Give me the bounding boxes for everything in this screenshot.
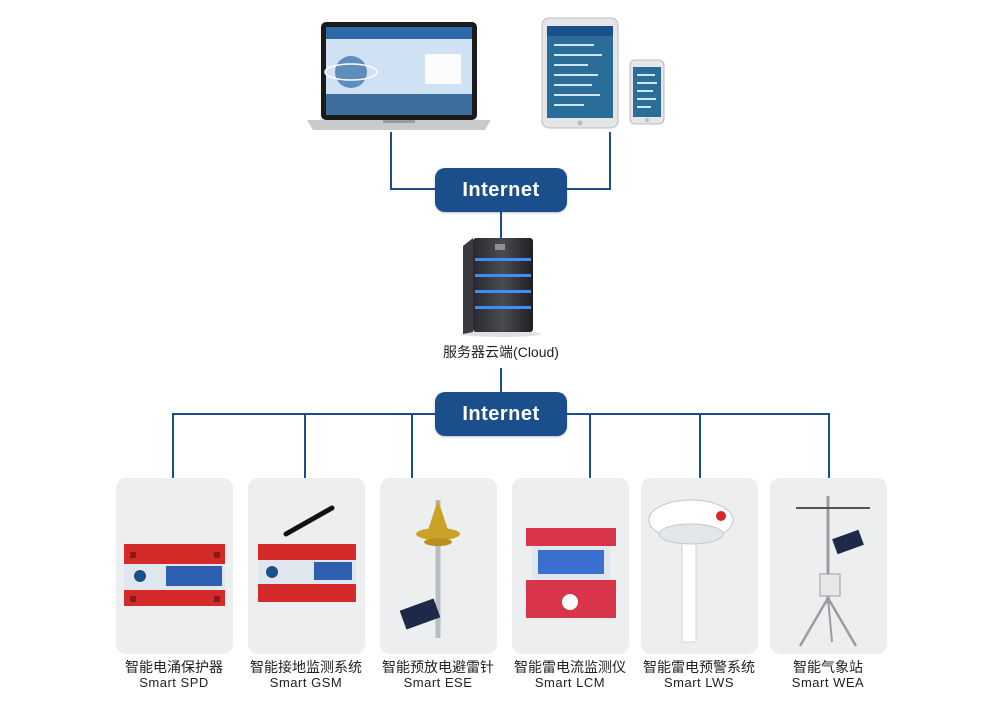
device-card-wea[interactable] [770,478,887,654]
bus-line [172,413,436,480]
device-card-lws[interactable] [641,478,758,654]
server-caption: 服务器云端(Cloud) [443,344,559,360]
device-label-lws: 智能雷电预警系统 Smart LWS [624,659,774,691]
weather-station-icon [796,496,870,647]
tablet-connector [566,132,611,190]
bus-line-right [566,413,830,480]
device-label-wea: 智能气象站 Smart WEA [753,659,903,691]
device-name-en: Smart SPD [139,675,209,690]
device-name-en: Smart ESE [403,675,473,690]
device-name-en: Smart WEA [791,675,865,690]
surge-protector-icon [124,544,225,606]
device-card-spd[interactable] [116,478,233,654]
device-name-cn: 智能雷电流监测仪 [514,659,626,675]
device-name-cn: 智能雷电预警系统 [643,659,755,675]
device-name-cn: 智能电涌保护器 [125,659,223,675]
device-name-cn: 智能预放电避雷针 [382,659,494,675]
device-name-en: Smart GSM [269,675,343,690]
device-label-ese: 智能预放电避雷针 Smart ESE [363,659,513,691]
phone-icon [629,59,665,125]
lightning-warning-icon [648,499,734,643]
server-icon [461,238,541,337]
device-name-en: Smart LWS [664,675,734,690]
device-card-ese[interactable] [380,478,497,654]
internet-pill-top: Internet [435,168,567,212]
device-card-lcm[interactable] [512,478,629,654]
laptop-connector [390,132,436,190]
device-name-en: Smart LCM [534,675,606,690]
device-label-lcm: 智能雷电流监测仪 Smart LCM [495,659,645,691]
device-label-spd: 智能电涌保护器 Smart SPD [99,659,249,691]
tablet-icon [541,17,619,129]
internet-pill-bottom: Internet [435,392,567,436]
device-name-cn: 智能接地监测系统 [250,659,362,675]
lightning-rod-icon [399,500,460,638]
device-name-cn: 智能气象站 [793,659,863,675]
grounding-monitor-icon [258,505,356,602]
device-label-gsm: 智能接地监测系统 Smart GSM [231,659,381,691]
lightning-current-monitor-icon [526,528,616,618]
device-card-gsm[interactable] [248,478,365,654]
laptop-icon [307,22,491,130]
